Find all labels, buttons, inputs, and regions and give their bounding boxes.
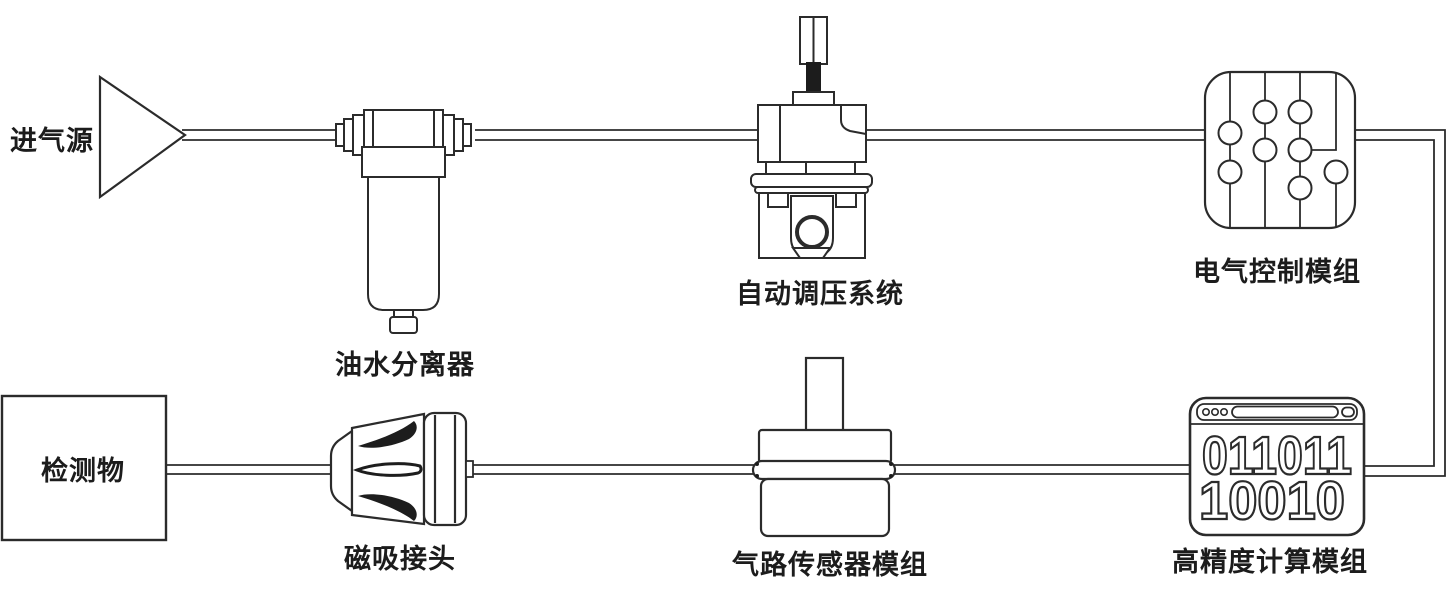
electric-control-module-symbol (1203, 70, 1357, 230)
label-test-object: 检测物 (41, 456, 125, 486)
pipe-bottom-row (166, 464, 1191, 475)
label-gas-sensor-module: 气路传感器模组 (732, 550, 928, 580)
oil-water-separator-symbol (335, 109, 472, 334)
label-magnetic-connector: 磁吸接头 (344, 544, 456, 574)
label-auto-pressure-system: 自动调压系统 (736, 279, 904, 309)
label-intake-source: 进气源 (10, 126, 94, 156)
pressure-regulator-symbol (750, 16, 873, 259)
label-oil-water-separator: 油水分离器 (335, 350, 475, 380)
magnetic-connector-symbol (329, 411, 474, 527)
binary-display-line2: 10010 (1199, 471, 1345, 531)
computing-module-symbol: 011011 10010 (1188, 396, 1366, 537)
intake-funnel-symbol (98, 74, 187, 200)
label-electric-control-module: 电气控制模组 (1193, 257, 1361, 287)
test-object-box (0, 394, 168, 542)
gas-sensor-module-symbol (751, 356, 897, 538)
pipe-top-row (182, 129, 1206, 141)
binary-display-line1: 011011 (1202, 426, 1352, 486)
label-computing-module: 高精度计算模组 (1172, 547, 1368, 577)
pipe-right-loop (1354, 129, 1446, 477)
